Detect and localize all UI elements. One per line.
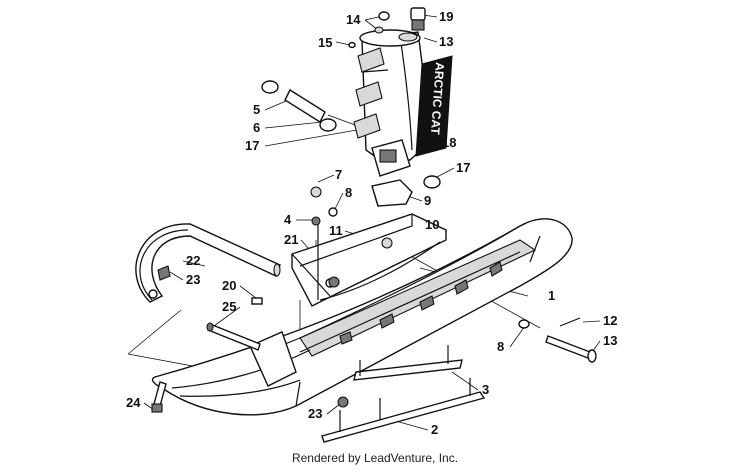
wear-bars bbox=[321, 345, 486, 443]
callout-4: 4 bbox=[284, 212, 292, 227]
callout-18: 18 bbox=[442, 135, 457, 150]
callout-6: 6 bbox=[253, 120, 261, 135]
callout-11: 11 bbox=[329, 223, 343, 238]
callout-21: 21 bbox=[284, 232, 299, 247]
callout-24: 24 bbox=[126, 395, 141, 410]
callout-15: 14 bbox=[346, 12, 361, 27]
callout-14: 13 bbox=[439, 34, 454, 49]
callout-19: 19 bbox=[439, 9, 454, 24]
bolts bbox=[151, 297, 597, 413]
callout-3: 3 bbox=[482, 382, 490, 397]
callout-23-upper: 23 bbox=[186, 272, 201, 287]
callout-17-left: 17 bbox=[245, 138, 260, 153]
render-credit: Rendered by LeadVenture, Inc. bbox=[291, 451, 459, 465]
callout-16: 15 bbox=[318, 35, 333, 50]
callout-7: 7 bbox=[335, 167, 343, 182]
pivot-bushings bbox=[261, 80, 441, 189]
callout-1: 1 bbox=[548, 288, 556, 303]
callout-13: 13 bbox=[603, 333, 618, 348]
callout-2: 2 bbox=[431, 422, 439, 437]
callout-10: 10 bbox=[425, 217, 440, 232]
top-hardware bbox=[348, 7, 426, 49]
decal-text: ARCTIC CAT bbox=[428, 62, 447, 136]
callout-22: 22 bbox=[186, 253, 201, 268]
callout-8-upper: 8 bbox=[345, 185, 353, 200]
callout-17-right: 17 bbox=[456, 160, 471, 175]
callout-25: 25 bbox=[222, 299, 237, 314]
callout-23-lower: 23 bbox=[308, 406, 323, 421]
ski-loop bbox=[135, 223, 281, 303]
callout-8-lower: 8 bbox=[497, 339, 505, 354]
callout-5: 5 bbox=[253, 102, 261, 117]
spindle: ARCTIC CAT bbox=[353, 29, 453, 177]
ski bbox=[151, 218, 573, 416]
callout-12: 12 bbox=[603, 313, 618, 328]
damper-and-hardware bbox=[310, 179, 413, 300]
callout-9: 9 bbox=[424, 193, 432, 208]
callout-20: 20 bbox=[222, 278, 237, 293]
